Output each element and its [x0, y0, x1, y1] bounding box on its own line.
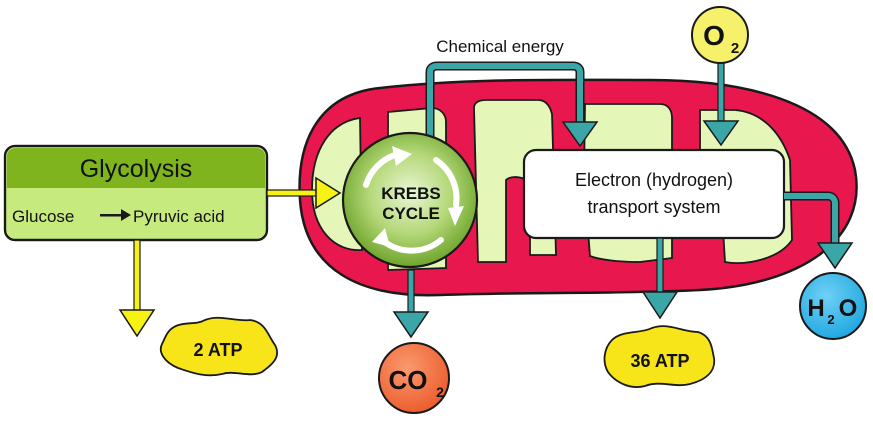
pyruvate-to-krebs-arrow	[266, 176, 342, 210]
oxygen-subscript: 2	[731, 40, 739, 57]
co2-subscript: 2	[436, 384, 444, 400]
atp-glycolysis-badge: 2 ATP	[159, 316, 278, 377]
arrowhead-icon	[561, 121, 599, 148]
chemical-energy-arrow	[425, 61, 599, 148]
atp-glycolysis-label: 2 ATP	[193, 340, 242, 360]
h2o-o: O	[839, 295, 858, 322]
glycolysis-reactant: Glucose	[12, 207, 74, 226]
electron-transport-system-box: Electron (hydrogen) transport system	[522, 148, 786, 240]
atp-ets-label: 36 ATP	[630, 351, 689, 371]
h2o-h: H	[807, 295, 824, 322]
ets-label-line1: Electron (hydrogen)	[575, 170, 733, 190]
glycolysis-box: Glycolysis Glucose Pyruvic acid	[3, 144, 269, 242]
arrowhead-icon	[702, 120, 740, 147]
krebs-label-line1: KREBS	[381, 184, 441, 203]
glycolysis-atp-arrow	[118, 239, 156, 338]
arrowhead-icon	[641, 291, 679, 320]
h2o-output: H 2 O	[799, 272, 867, 340]
ets-h2o-arrow	[784, 191, 854, 270]
glycolysis-title: Glycolysis	[80, 155, 193, 183]
ets-label-line2: transport system	[587, 197, 720, 217]
arrowhead-icon	[816, 242, 854, 270]
h2o-subscript: 2	[827, 312, 834, 327]
chemical-energy-label: Chemical energy	[436, 37, 564, 56]
arrowhead-icon	[315, 176, 342, 210]
co2-symbol: CO	[389, 365, 428, 395]
oxygen-symbol: O	[703, 20, 725, 51]
glycolysis-product: Pyruvic acid	[133, 207, 225, 226]
oxygen-input: O 2	[691, 6, 749, 147]
co2-output: CO 2	[378, 342, 450, 414]
oxygen-circle	[691, 6, 749, 64]
arrowhead-icon	[118, 309, 156, 338]
ets-atp-arrow	[641, 237, 679, 320]
krebs-cycle: KREBS CYCLE	[341, 131, 479, 315]
reaction-arrow-icon	[100, 209, 131, 221]
atp-ets-badge: 36 ATP	[603, 325, 716, 388]
krebs-label-line2: CYCLE	[382, 204, 440, 223]
arrowhead-icon	[392, 311, 430, 339]
